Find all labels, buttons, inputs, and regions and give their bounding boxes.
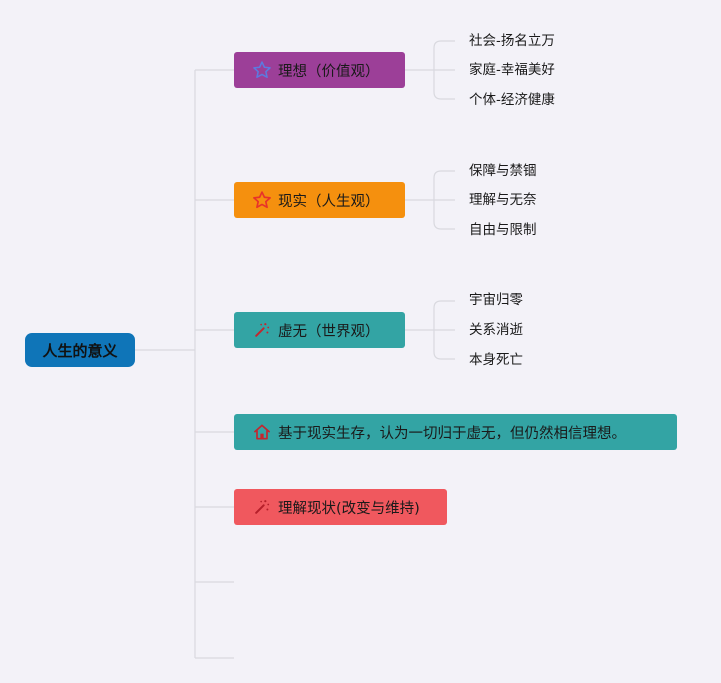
branch-node-ideal[interactable]: 理想（价值观） [234, 52, 405, 88]
branch-node-reality[interactable]: 现实（人生观） [234, 182, 405, 218]
branch-node-understand[interactable]: 理解现状(改变与维持) [234, 489, 447, 525]
branch-node-nihility[interactable]: 虚无（世界观） [234, 312, 405, 348]
branch-node-label: 虚无（世界观） [278, 323, 380, 340]
leaf-item[interactable]: 本身死亡 [469, 352, 523, 368]
star-outline-icon [252, 60, 272, 80]
branch-node-label: 理想（价值观） [278, 63, 380, 80]
home-icon [252, 422, 272, 442]
leaf-item[interactable]: 家庭-幸福美好 [469, 62, 555, 78]
branch-node-conclusion[interactable]: 基于现实生存，认为一切归于虚无，但仍然相信理想。 [234, 414, 677, 450]
leaf-item[interactable]: 保障与禁锢 [469, 163, 537, 179]
leaf-item[interactable]: 理解与无奈 [469, 192, 537, 208]
branch-node-label: 现实（人生观） [278, 193, 380, 210]
branch-node-label: 理解现状(改变与维持) [278, 500, 420, 517]
magic-wand-icon [252, 320, 272, 340]
root-node[interactable]: 人生的意义 [25, 333, 135, 367]
leaf-item[interactable]: 个体-经济健康 [469, 92, 555, 108]
root-node-label: 人生的意义 [42, 341, 118, 360]
branch-node-label: 基于现实生存，认为一切归于虚无，但仍然相信理想。 [278, 425, 626, 442]
leaf-item[interactable]: 自由与限制 [469, 222, 537, 238]
leaf-item[interactable]: 关系消逝 [469, 322, 523, 338]
magic-wand-icon [252, 497, 272, 517]
leaf-item[interactable]: 社会-扬名立万 [469, 33, 555, 49]
star-outline-icon [252, 190, 272, 210]
leaf-item[interactable]: 宇宙归零 [469, 292, 523, 308]
